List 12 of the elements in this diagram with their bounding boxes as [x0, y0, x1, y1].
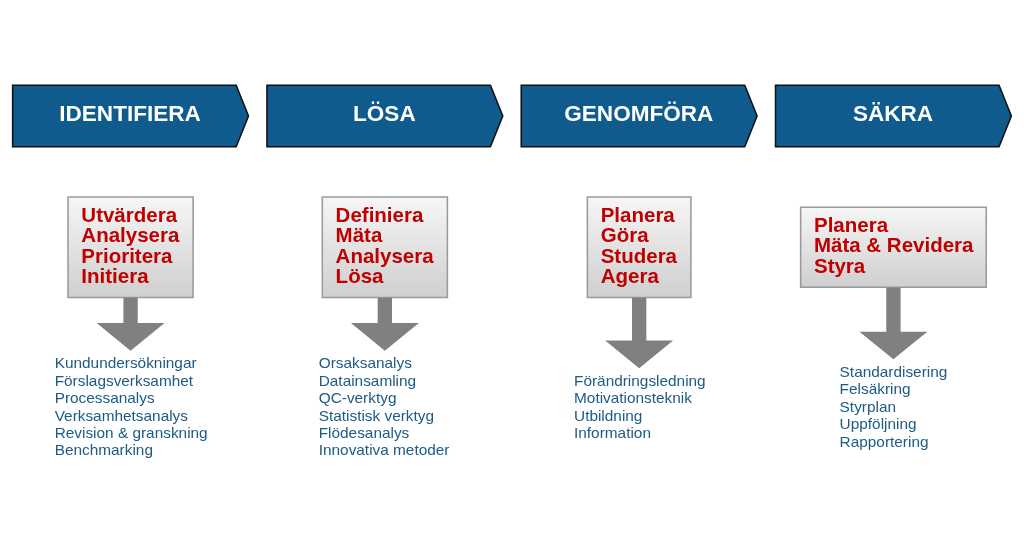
node-text: Förändringsledning Motivationsteknik Utbildning Information: [574, 371, 706, 441]
arrow: [350, 297, 419, 351]
node-box: Planera Göra Studera Agera: [586, 195, 692, 298]
node-box: Utvärdera Analysera Prioritera Initiera: [67, 195, 194, 298]
arrow: [859, 287, 928, 359]
node-box: Definiera Mäta Analysera Lösa: [321, 195, 449, 298]
node-text: Standardisering Felsäkring Styrplan Uppföljning Rapportering: [839, 362, 948, 450]
node-text: Kundundersökningar Förslagsverksamhet Processanalys Verksamhetsanalys Revision & granskning Benchmarking: [54, 353, 208, 458]
arrow: [605, 297, 674, 368]
node-box: Planera Mäta & Revidera Styra: [799, 206, 987, 288]
arrow: [96, 297, 165, 351]
node-text: Orsaksanalys Datainsamling QC-verktyg Statistisk verktyg Flödesanalys Innovativa metoder: [318, 353, 450, 458]
